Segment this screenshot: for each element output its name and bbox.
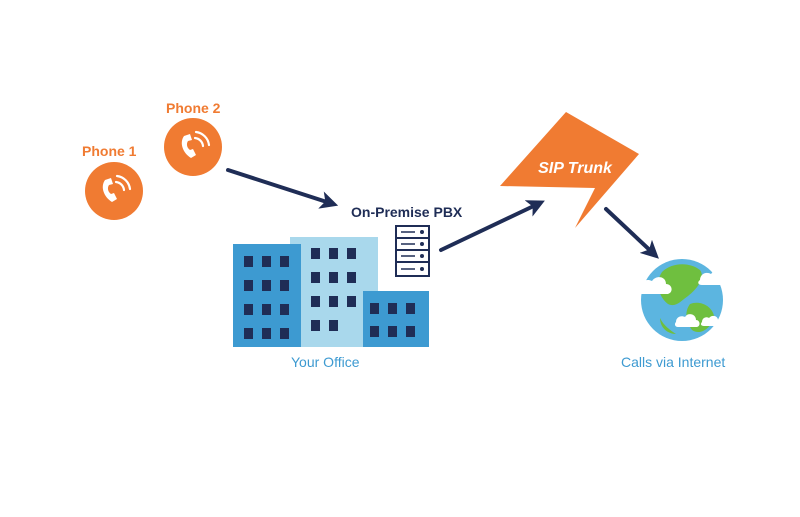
internet-label: Calls via Internet (621, 354, 726, 370)
globe-icon (638, 259, 729, 341)
arrow-trunk-to-internet (604, 207, 659, 259)
phone-2-icon (164, 118, 222, 176)
sip-trunk-label: SIP Trunk (538, 160, 612, 177)
office-label: Your Office (291, 354, 360, 370)
arrow-phones-to-pbx (226, 168, 339, 209)
office-buildings-icon (233, 237, 429, 347)
phone-1-label: Phone 1 (82, 143, 137, 159)
phone-2-label: Phone 2 (166, 100, 221, 116)
server-rack-icon (395, 225, 430, 277)
arrow-pbx-to-trunk (439, 200, 545, 252)
pbx-label: On-Premise PBX (351, 204, 463, 220)
lightning-bolt-icon (500, 112, 639, 228)
phone-1-icon (85, 162, 143, 220)
